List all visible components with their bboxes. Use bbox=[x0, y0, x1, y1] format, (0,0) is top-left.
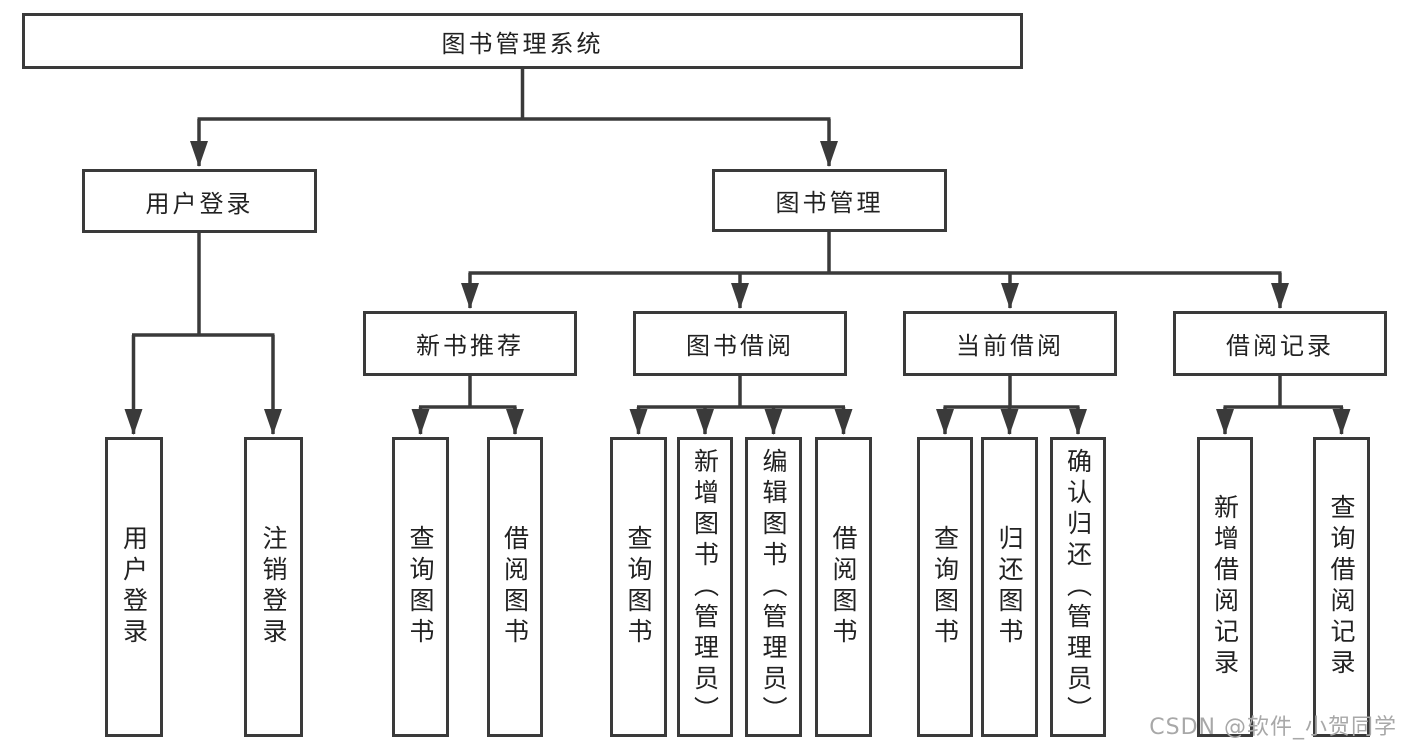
node-label: 借阅记录 bbox=[1226, 332, 1334, 360]
leaf-borrow-query-books: 查询图书 bbox=[610, 437, 667, 737]
node-label: 图书管理 bbox=[775, 189, 884, 217]
node-label: 借阅图书 bbox=[500, 525, 530, 649]
node-label: 查询借阅记录 bbox=[1327, 494, 1356, 680]
node-current-borrow: 当前借阅 bbox=[903, 311, 1117, 376]
connector-new-book-recommend bbox=[419, 376, 517, 409]
node-user-login: 用户登录 bbox=[82, 169, 317, 233]
node-label: 归还图书 bbox=[995, 525, 1024, 649]
node-label: 当前借阅 bbox=[956, 332, 1064, 360]
leaf-confirm-return-admin: 确认归还（管理员） bbox=[1050, 437, 1106, 737]
node-label: 查询图书 bbox=[930, 525, 960, 649]
leaf-recommend-query-books: 查询图书 bbox=[392, 437, 449, 737]
node-borrow-records: 借阅记录 bbox=[1173, 311, 1387, 376]
connector-book-borrow bbox=[637, 376, 845, 409]
node-book-borrow: 图书借阅 bbox=[633, 311, 847, 376]
node-label: 用户登录 bbox=[145, 189, 254, 218]
leaf-query-borrow-record: 查询借阅记录 bbox=[1313, 437, 1370, 737]
leaf-add-borrow-record: 新增借阅记录 bbox=[1197, 437, 1253, 737]
leaf-return-books: 归还图书 bbox=[981, 437, 1038, 737]
node-book-management: 图书管理 bbox=[712, 169, 947, 232]
connector-borrow-records bbox=[1223, 376, 1343, 409]
node-label: 用户登录 bbox=[119, 525, 149, 649]
node-label: 查询图书 bbox=[406, 525, 435, 649]
connector-root bbox=[197, 69, 831, 121]
leaf-borrow-books: 借阅图书 bbox=[815, 437, 872, 737]
node-label: 图书借阅 bbox=[686, 332, 794, 360]
connector-user-login bbox=[132, 233, 275, 337]
node-label: 借阅图书 bbox=[829, 525, 858, 649]
leaf-edit-books-admin: 编辑图书（管理员） bbox=[745, 437, 802, 737]
leaf-logout: 注销登录 bbox=[244, 437, 303, 737]
node-label: 确认归还（管理员） bbox=[1063, 447, 1093, 727]
leaf-add-books-admin: 新增图书（管理员） bbox=[677, 437, 733, 737]
node-label: 图书管理系统 bbox=[441, 29, 604, 58]
connector-book-management bbox=[468, 232, 1282, 275]
node-new-book-recommend: 新书推荐 bbox=[363, 311, 577, 376]
node-library-system: 图书管理系统 bbox=[22, 13, 1023, 69]
node-label: 新增借阅记录 bbox=[1210, 494, 1240, 680]
node-label: 编辑图书（管理员） bbox=[759, 447, 788, 727]
leaf-user-login: 用户登录 bbox=[105, 437, 163, 737]
leaf-current-query-books: 查询图书 bbox=[917, 437, 973, 737]
leaf-recommend-borrow-books: 借阅图书 bbox=[487, 437, 543, 737]
node-label: 注销登录 bbox=[259, 525, 288, 649]
node-label: 新书推荐 bbox=[416, 332, 524, 360]
node-label: 查询图书 bbox=[624, 525, 653, 649]
node-label: 新增图书（管理员） bbox=[690, 447, 720, 727]
watermark: CSDN @软件_小贺同学 bbox=[1149, 715, 1397, 740]
connector-current-borrow bbox=[943, 376, 1080, 409]
